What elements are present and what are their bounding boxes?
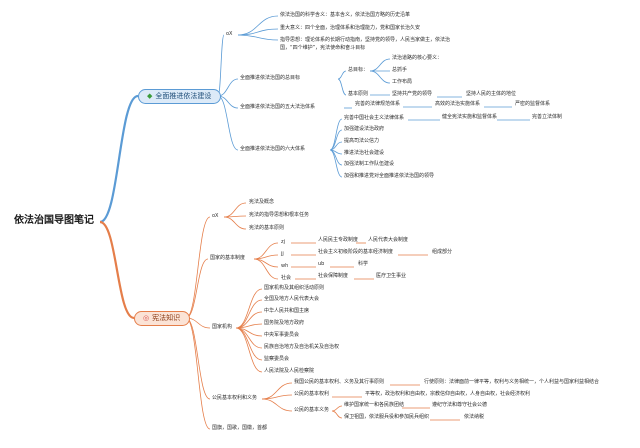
branch-xianfa-zhishi[interactable]: ◎宪法知识	[134, 311, 191, 326]
connector-line	[185, 258, 209, 319]
node-branch1-nodes-ld-5: 加强法制工作队伍建设	[344, 161, 395, 167]
connector-line	[185, 317, 211, 400]
connector-line	[223, 202, 247, 218]
connector-line	[369, 70, 391, 84]
connector-line	[235, 327, 263, 373]
node-branch1-nodes-wd-2: 高效的法治实施体系	[435, 101, 481, 107]
connector-line	[337, 70, 347, 80]
node-branch2-nodes-jb-jj-2: 组成部分	[432, 249, 453, 255]
gem-icon: ◆	[147, 92, 153, 100]
connector-line	[217, 34, 225, 97]
node-branch2-nodes-jg-6: 民族自治地方及自治机关及自治权	[264, 344, 340, 350]
node-branch1-nodes-ld-6: 加强和推进党对全面推进依法治国的领导	[344, 173, 435, 179]
node-branch2-nodes-gq: 国旗，国歌，国徽，首都	[212, 425, 268, 431]
node-branch2-nodes-jb-jj: jj	[281, 251, 284, 257]
node-branch1-nodes-ox: oX	[226, 31, 233, 37]
node-branch2-nodes-jb-zz: zj	[281, 239, 286, 245]
node-branch1-nodes-ld-2: 加强建设法治政府	[344, 126, 385, 132]
root-topic[interactable]: 依法治国导图笔记	[14, 215, 94, 226]
node-branch1-nodes-wd: 全面推进依法治国的五大法治体系	[240, 104, 316, 110]
branch-quanmian-tuijin[interactable]: ◆全面推进依法建设	[138, 89, 222, 104]
node-branch2-nodes-jb-sh: 社会	[281, 275, 292, 281]
connector-line	[329, 149, 343, 178]
node-branch1-nodes-wd-3: 严密的监督体系	[515, 101, 551, 107]
node-branch2-nodes-ql-2a: 平等权，政治权利和自由权，宗教信仰自由权，人身自由权，社会经济权利	[365, 391, 531, 397]
root-to-branch1-connector	[99, 94, 139, 224]
node-branch1-nodes-ld-4: 推进法治社会建设	[344, 150, 385, 156]
node-branch2-nodes-jb-wh: wh	[281, 263, 289, 269]
node-branch1-nodes-ld-1a: 健全宪法实施和监督体系	[442, 114, 498, 120]
node-branch2-nodes-ox-3: 宪法的基本原则	[249, 225, 285, 231]
root-to-branch2-connector	[99, 220, 135, 320]
node-branch1-nodes-ox-2: 重大意义：四个全面，治理体系和治理能力，党和国家长治久安	[280, 25, 421, 31]
bell-icon: ◎	[143, 314, 150, 322]
connector-line	[261, 398, 293, 412]
node-branch2-nodes-jb-zz-2: 人民代表大会制度	[368, 237, 409, 243]
node-branch1-nodes-zmb-1c: 工作布局	[392, 79, 413, 85]
node-branch2-nodes-ql-3a: 维护国家统一和各民族团结	[344, 402, 405, 408]
connector-line	[331, 410, 343, 419]
connector-line	[337, 78, 347, 96]
node-branch2-nodes-ql-1a: 行使原则：法律面前一律平等，权利与义务相统一，个人利益与国家利益相结合	[424, 379, 600, 385]
node-branch2-nodes-jb: 国家的基本制度	[210, 255, 246, 261]
node-branch1-nodes-ld: 全面推进依法治国的六大体系	[240, 146, 306, 152]
node-branch1-nodes-zmb-2b: 坚持人民的主体的地位	[466, 91, 517, 97]
node-branch2-nodes-ql-3d: 依法纳税	[464, 414, 485, 420]
node-branch1-nodes-zmb-2a: 坚持共产党的领导	[392, 91, 433, 97]
node-branch2-nodes-jg-3: 中华人民共和国主席	[264, 308, 310, 314]
node-branch2-nodes-ql-3c: 保卫祖国，依法服兵役和参加民兵组织	[344, 414, 430, 420]
connector-line	[331, 405, 343, 412]
node-branch2-nodes-ql: 公民基本权利和义务	[212, 395, 258, 401]
node-branch1-nodes-ld-1: 完善中国社会主义法律体系	[344, 115, 405, 121]
node-branch2-nodes-ox-2: 宪法的指导思想和根本任务	[249, 212, 310, 218]
node-branch2-nodes-jg-5: 中央军事委员会	[264, 332, 300, 338]
node-branch1-nodes-wd-1: 完善的法律规范体系	[355, 101, 401, 107]
node-branch2-nodes-jb-zz-1: 人民民主专政制度	[318, 237, 359, 243]
node-branch1-nodes-ox-3b: 国，“四个维护”，宪法使命和奋斗目标	[280, 45, 366, 51]
branch-label: 宪法知识	[152, 314, 181, 322]
connector-line	[235, 288, 263, 329]
node-branch2-nodes-jg-8: 人民法院及人民检察院	[264, 368, 315, 374]
connector-line	[223, 216, 247, 230]
branch-label: 全面推进依法建设	[155, 92, 212, 100]
node-branch2-nodes-ql-3: 公民的基本义务	[294, 407, 330, 413]
connector-line	[253, 258, 279, 280]
node-branch2-nodes-ox: oX	[212, 213, 219, 219]
connector-line	[235, 327, 263, 361]
node-branch2-nodes-jg-4: 国务院及地方政府	[264, 320, 305, 326]
node-branch2-nodes-jg-1: 国家机构及其组织活动原则	[264, 285, 325, 291]
node-branch1-nodes-zmb-1: 总目标：	[348, 67, 369, 73]
node-branch2-nodes-jb-sh-1: 社会保障制度	[318, 273, 349, 279]
node-branch2-nodes-jg: 国家机构	[212, 324, 233, 330]
connector-line	[217, 78, 239, 97]
node-branch1-nodes-zmb-1a: 法治道路的核心要义：	[392, 55, 443, 61]
node-branch1-nodes-ox-1: 依法治国的科学含义：基本含义，依法治国方略的历史沿革	[280, 12, 411, 18]
node-branch1-nodes-zmb-1b: 总抓手	[392, 67, 408, 73]
node-branch2-nodes-ox-1: 宪法及概念	[249, 199, 275, 205]
node-branch2-nodes-ql-1: 我国公民的基本权利、义务及其行事原则	[294, 379, 385, 385]
node-branch2-nodes-ql-2: 公民的基本权利	[294, 391, 330, 397]
node-branch2-nodes-jg-7: 监察委员会	[264, 356, 290, 362]
node-branch1-nodes-zmb-2: 基本原则	[348, 91, 369, 97]
node-branch1-nodes-ld-1b: 完善立法体制	[532, 114, 563, 120]
node-branch1-nodes-ox-3a: 指导思想：理论体系的长期行动指南，坚持党的领导，人民当家做主，依法治	[280, 37, 451, 43]
connector-line	[237, 34, 279, 41]
node-branch2-nodes-ql-3b: 遵纪守法和尊守社会公德	[432, 402, 488, 408]
connector-line	[253, 258, 279, 268]
connector-line	[185, 216, 211, 319]
node-branch2-nodes-jg-2: 全国及地方人民代表大会	[264, 296, 320, 302]
node-branch2-nodes-jb-wh-1: ub	[318, 261, 325, 267]
connector-line	[369, 58, 391, 72]
node-branch2-nodes-jb-wh-2: 科学	[358, 261, 369, 267]
connector-line	[185, 317, 211, 430]
node-branch1-nodes-ld-3: 提高司法公信力	[344, 138, 380, 144]
connector-line	[217, 95, 239, 151]
connector-line	[235, 299, 263, 329]
node-branch2-nodes-jb-jj-1: 社会主义初级阶段的基本经济制度	[318, 249, 394, 255]
node-branch2-nodes-jb-sh-2: 医疗卫生事业	[376, 273, 407, 279]
node-branch1-nodes-zmb: 全面推进依法治国的总目标	[240, 75, 301, 81]
